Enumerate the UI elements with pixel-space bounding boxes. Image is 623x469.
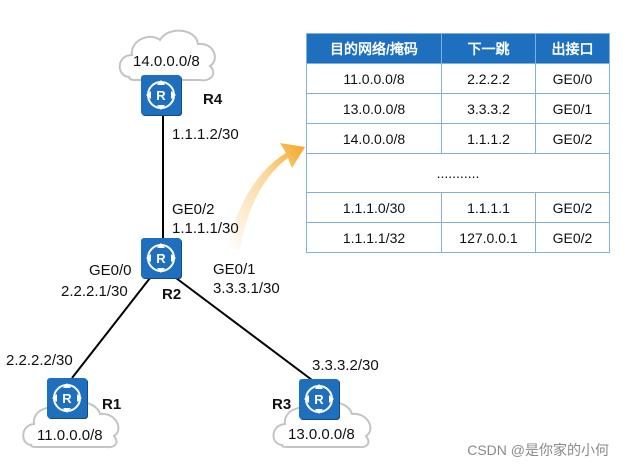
table-row: 1.1.1.0/30 1.1.1.1 GE0/2 <box>306 192 610 223</box>
header-next-hop: 下一跳 <box>441 33 536 64</box>
router-r4[interactable]: R <box>141 75 181 115</box>
cell-next-hop: 1.1.1.1 <box>441 192 536 223</box>
cell-interface: GE0/0 <box>535 63 610 94</box>
table-row: 13.0.0.0/8 3.3.3.2 GE0/1 <box>306 93 610 124</box>
cell-destination: 11.0.0.0/8 <box>306 63 442 94</box>
cell-interface: GE0/2 <box>535 123 610 154</box>
watermark: CSDN @是你家的小何 <box>467 442 609 458</box>
cell-interface: GE0/1 <box>535 93 610 124</box>
cell-destination: 1.1.1.1/32 <box>306 222 442 253</box>
cell-destination: 14.0.0.0/8 <box>306 123 442 154</box>
r4-interface-ip: 1.1.1.2/30 <box>172 126 239 143</box>
router-r3-name: R3 <box>272 396 292 413</box>
svg-text:R: R <box>156 251 166 266</box>
svg-text:R: R <box>314 392 324 407</box>
router-r1-name: R1 <box>102 396 122 413</box>
cloud-r3-network: 13.0.0.0/8 <box>288 426 355 443</box>
router-r4-name: R4 <box>203 91 223 108</box>
router-icon: R <box>146 243 176 273</box>
r2-ge02-name: GE0/2 <box>172 201 215 218</box>
router-icon: R <box>52 383 82 413</box>
cell-next-hop: 1.1.1.2 <box>441 123 536 154</box>
r2-ge01-name: GE0/1 <box>213 261 256 278</box>
link-r2-r3 <box>175 277 313 381</box>
router-r2[interactable]: R <box>141 238 181 278</box>
routing-table: 目的网络/掩码 下一跳 出接口 11.0.0.0/8 2.2.2.2 GE0/0… <box>306 33 610 253</box>
router-r2-name: R2 <box>162 286 182 303</box>
router-r1[interactable]: R <box>47 378 87 418</box>
cell-destination: 13.0.0.0/8 <box>306 93 442 124</box>
r2-ge00-name: GE0/0 <box>89 262 132 279</box>
r1-interface-ip: 2.2.2.2/30 <box>6 352 73 369</box>
r2-ge02-ip: 1.1.1.1/30 <box>172 220 239 237</box>
svg-text:R: R <box>62 391 72 406</box>
svg-text:R: R <box>156 88 166 103</box>
cell-interface: GE0/2 <box>535 222 610 253</box>
router-icon: R <box>146 80 176 110</box>
cloud-r3 <box>272 401 372 449</box>
link-r2-r1 <box>71 277 151 379</box>
cloud-r1-network: 11.0.0.0/8 <box>37 427 103 444</box>
cell-next-hop: 2.2.2.2 <box>441 63 536 94</box>
r2-ge00-ip: 2.2.2.1/30 <box>61 283 128 300</box>
cell-next-hop: 3.3.3.2 <box>441 93 536 124</box>
header-interface: 出接口 <box>535 33 610 64</box>
router-r3[interactable]: R <box>299 379 339 419</box>
router-icon: R <box>304 384 334 414</box>
table-row: 14.0.0.0/8 1.1.1.2 GE0/2 <box>306 123 610 154</box>
r3-interface-ip: 3.3.3.2/30 <box>312 357 379 374</box>
table-row: 11.0.0.0/8 2.2.2.2 GE0/0 <box>306 63 610 94</box>
table-row-ellipsis: ........... <box>306 153 610 193</box>
cell-interface: GE0/2 <box>535 192 610 223</box>
routing-table-header: 目的网络/掩码 下一跳 出接口 <box>306 33 610 64</box>
header-destination: 目的网络/掩码 <box>306 33 442 64</box>
arrow-to-table <box>228 143 305 250</box>
cell-destination: 1.1.1.0/30 <box>306 192 442 223</box>
cell-ellipsis: ........... <box>306 153 610 193</box>
cell-next-hop: 127.0.0.1 <box>441 222 536 253</box>
cloud-r4-network: 14.0.0.0/8 <box>133 53 200 70</box>
r2-ge01-ip: 3.3.3.1/30 <box>213 280 280 297</box>
table-row: 1.1.1.1/32 127.0.0.1 GE0/2 <box>306 222 610 253</box>
